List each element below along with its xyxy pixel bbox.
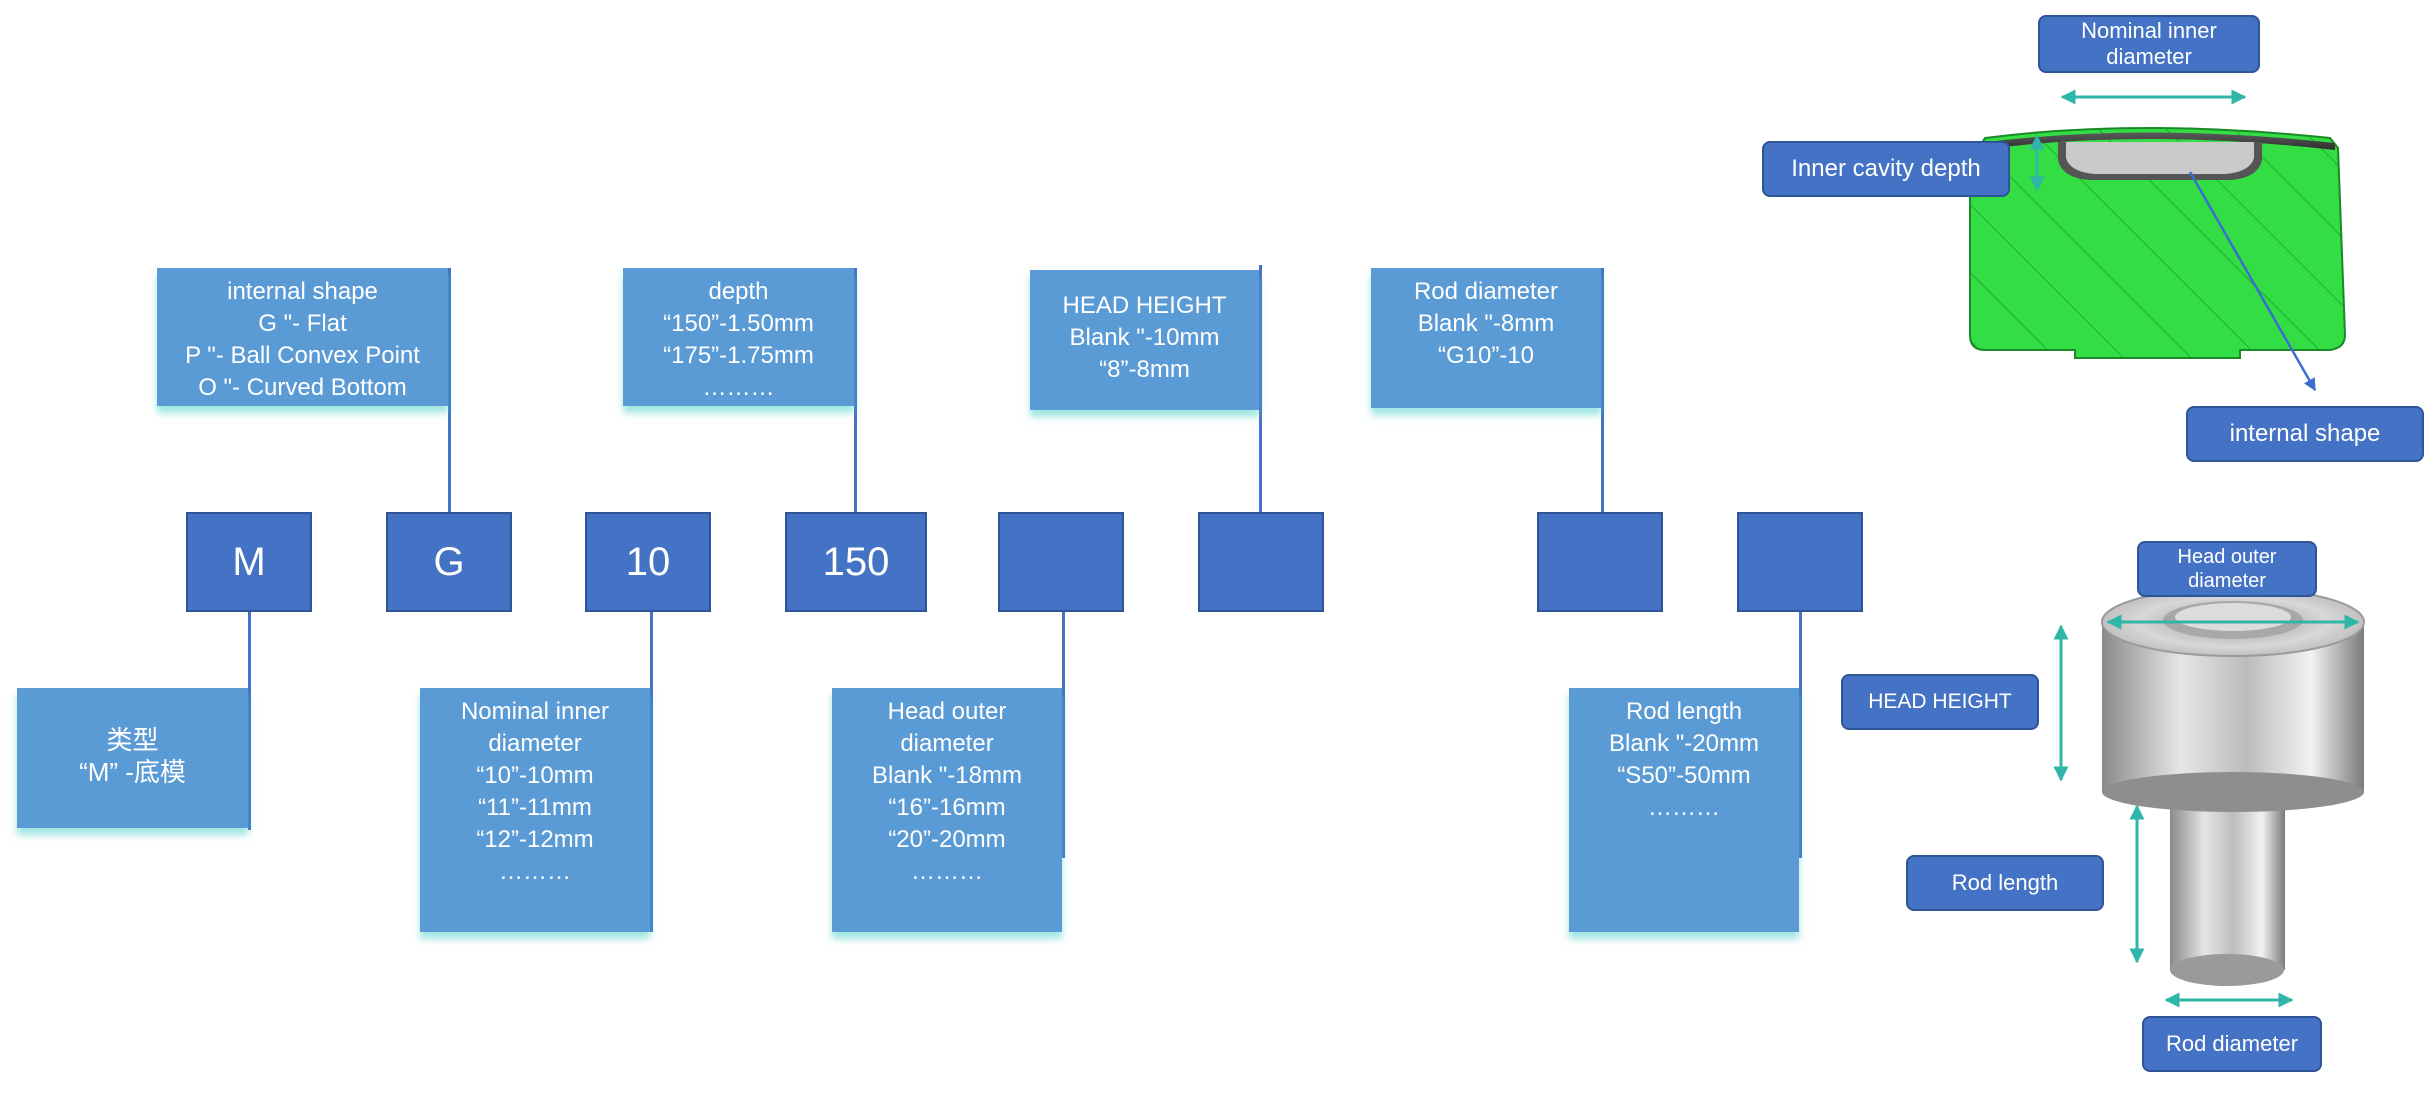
- callout-nominal-inner-diameter: Nominal inner diameter: [2038, 15, 2260, 73]
- desc-line: HEAD HEIGHT: [1062, 292, 1227, 319]
- desc-inner-diameter: Nominal inner diameter “10”-10mm “11”-11…: [420, 688, 650, 932]
- desc-line: Blank "-8mm: [1417, 310, 1555, 337]
- desc-type: 类型 “M” -底模: [17, 688, 248, 828]
- callout-line: Nominal inner: [2081, 18, 2217, 43]
- desc-line: ………: [702, 374, 775, 401]
- connector-line: [1259, 265, 1262, 512]
- desc-line: “M” -底模: [79, 757, 186, 787]
- desc-line: Blank "-18mm: [872, 762, 1022, 789]
- part-3d-drawing: [2101, 587, 2365, 986]
- internal-shape-leader-arrow: [2188, 171, 2317, 392]
- code-box-type: M: [186, 512, 312, 612]
- desc-line: P "- Ball Convex Point: [185, 342, 420, 369]
- connector-line: [1601, 268, 1604, 512]
- desc-line: “10”-10mm: [476, 762, 594, 789]
- desc-line: ………: [1648, 794, 1720, 821]
- code-box-inner-diameter: 10: [585, 512, 711, 612]
- code-box-depth: 150: [785, 512, 927, 612]
- connector-line: [1799, 612, 1802, 858]
- code-box-head-outer: [998, 512, 1124, 612]
- callout-line: diameter: [2106, 44, 2192, 69]
- desc-line: depth: [708, 278, 769, 305]
- callout-internal-shape: internal shape: [2186, 406, 2424, 462]
- code-box-head-height: [1198, 512, 1324, 612]
- desc-line: “8”-8mm: [1099, 356, 1190, 383]
- connector-line: [650, 612, 653, 932]
- desc-line: Blank "-10mm: [1069, 324, 1220, 351]
- desc-line: internal shape: [227, 278, 378, 305]
- desc-line: “12”-12mm: [476, 826, 594, 853]
- desc-line: ………: [911, 858, 983, 885]
- desc-line: Rod diameter: [1413, 278, 1559, 305]
- desc-line: Blank "-20mm: [1609, 730, 1759, 757]
- code-box-shape: G: [386, 512, 512, 612]
- desc-line: “G10”-10: [1437, 342, 1535, 369]
- desc-depth: depth “150”-1.50mm “175”-1.75mm ………: [623, 268, 854, 406]
- callout-line: Head outer: [2177, 546, 2277, 568]
- desc-internal-shape: internal shape G "- Flat P "- Ball Conve…: [157, 268, 448, 406]
- connector-line: [448, 268, 451, 512]
- connector-line: [854, 268, 857, 512]
- desc-line: “16”-16mm: [888, 794, 1006, 821]
- desc-line: Rod length: [1625, 698, 1743, 725]
- callout-inner-cavity-depth: Inner cavity depth: [1762, 141, 2010, 197]
- desc-head-height: HEAD HEIGHT Blank "-10mm “8”-8mm: [1030, 270, 1259, 410]
- connector-line: [248, 612, 251, 830]
- desc-line: “150”-1.50mm: [663, 310, 814, 337]
- desc-line: “11”-11mm: [478, 794, 592, 821]
- desc-rod-diameter: Rod diameter Blank "-8mm “G10”-10: [1371, 268, 1601, 408]
- desc-line: “20”-20mm: [888, 826, 1006, 853]
- desc-rod-length: Rod length Blank "-20mm “S50”-50mm ………: [1569, 688, 1799, 932]
- desc-line: “S50”-50mm: [1617, 762, 1751, 789]
- desc-head-outer: Head outer diameter Blank "-18mm “16”-16…: [832, 688, 1062, 932]
- code-box-rod-length: [1737, 512, 1863, 612]
- desc-line: ………: [499, 858, 571, 885]
- cross-section-drawing: [1969, 127, 2347, 359]
- callout-head-outer-diameter: Head outer diameter: [2137, 541, 2317, 597]
- desc-line: Head outer: [887, 698, 1007, 725]
- connector-line: [1062, 612, 1065, 858]
- desc-line: 类型: [106, 725, 159, 755]
- desc-line: O "- Curved Bottom: [198, 374, 407, 401]
- desc-line: diameter: [488, 730, 582, 757]
- code-box-rod-diameter: [1537, 512, 1663, 612]
- desc-line: G "- Flat: [258, 310, 347, 337]
- desc-line: “175”-1.75mm: [663, 342, 814, 369]
- desc-line: diameter: [900, 730, 994, 757]
- callout-rod-length: Rod length: [1906, 855, 2104, 911]
- callout-line: diameter: [2188, 570, 2266, 592]
- callout-head-height: HEAD HEIGHT: [1841, 674, 2039, 730]
- desc-line: Nominal inner: [460, 698, 610, 725]
- callout-rod-diameter: Rod diameter: [2142, 1016, 2322, 1072]
